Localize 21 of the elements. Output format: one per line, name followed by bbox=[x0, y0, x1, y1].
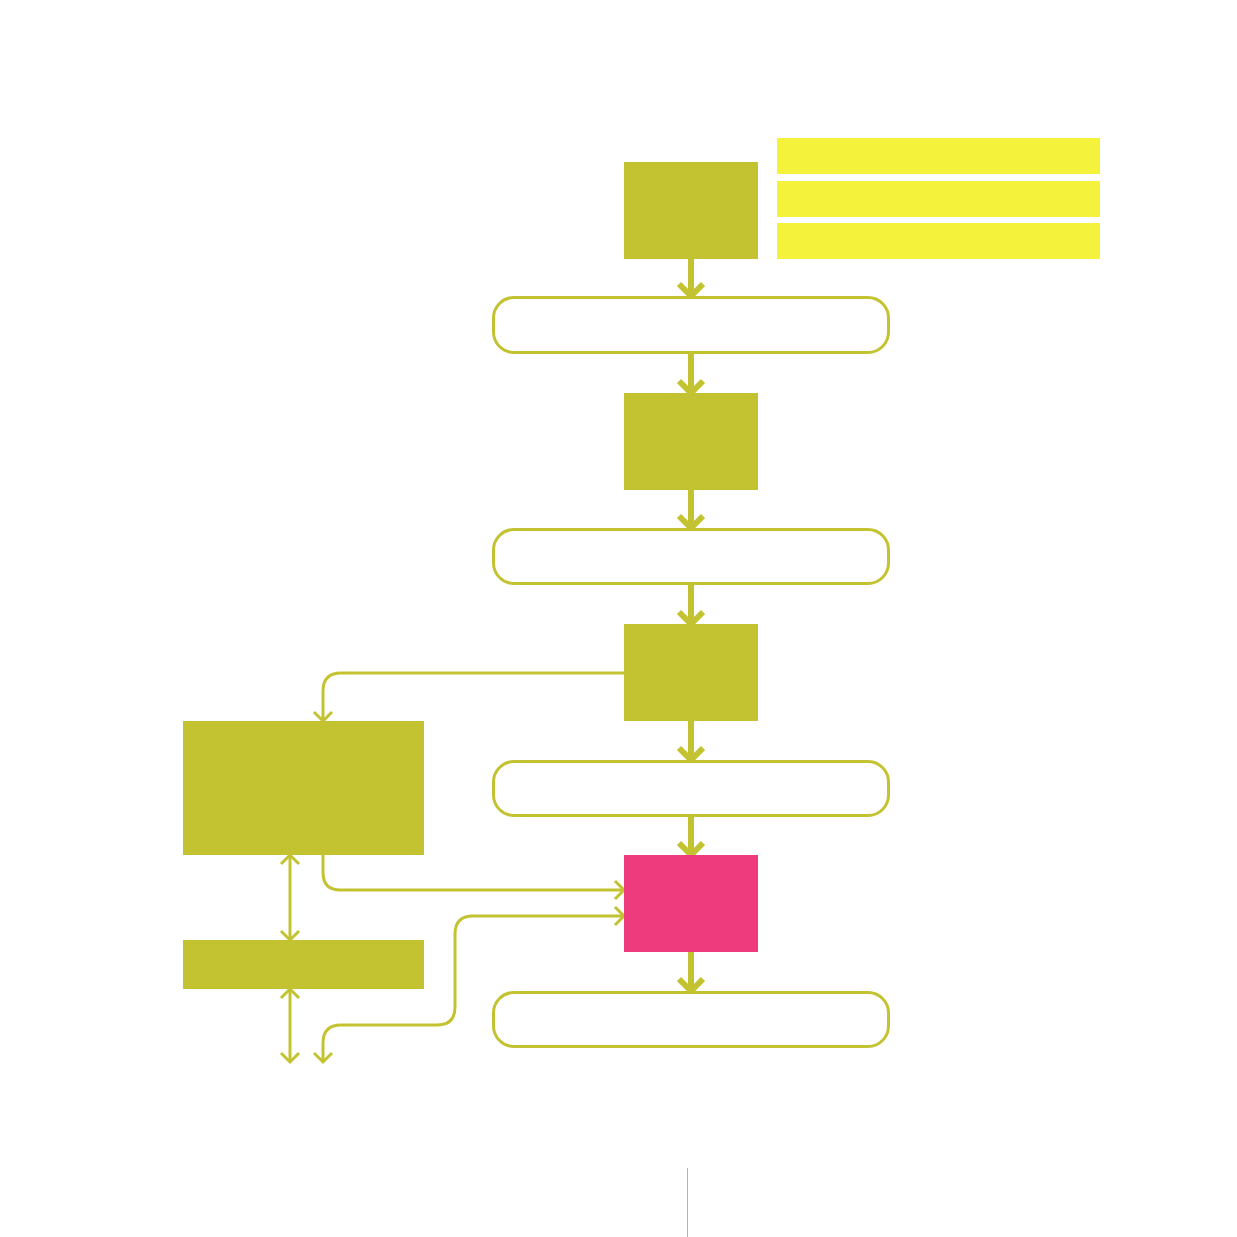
bar bbox=[183, 940, 424, 989]
rounded-box bbox=[492, 296, 890, 354]
bar bbox=[777, 138, 1100, 174]
rounded-box bbox=[492, 528, 890, 585]
arrow bbox=[676, 585, 706, 627]
process-box bbox=[624, 162, 758, 259]
bar bbox=[777, 181, 1100, 217]
arrow bbox=[676, 354, 706, 396]
arrow bbox=[321, 855, 626, 901]
rounded-box bbox=[492, 991, 890, 1048]
arrow bbox=[279, 987, 301, 1064]
process-box bbox=[624, 393, 758, 490]
process-box bbox=[624, 624, 758, 721]
arrow bbox=[279, 853, 301, 942]
arrow bbox=[676, 817, 706, 858]
rounded-box bbox=[492, 760, 890, 817]
process-box bbox=[183, 721, 424, 855]
arrow bbox=[312, 905, 626, 1064]
bar bbox=[777, 223, 1100, 259]
arrow bbox=[312, 671, 624, 723]
process-box bbox=[624, 855, 758, 952]
